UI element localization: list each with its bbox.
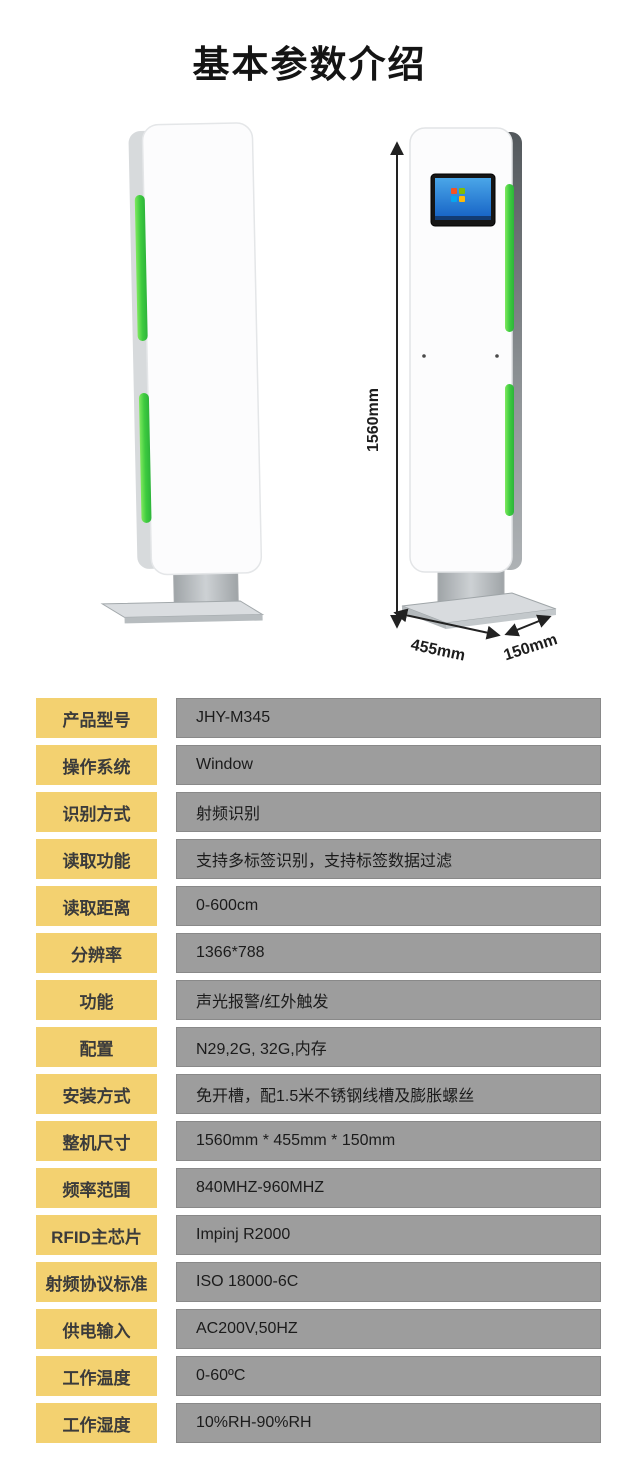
windows-logo-icon xyxy=(451,188,465,202)
spec-row: 整机尺寸 1560mm * 455mm * 150mm xyxy=(36,1121,601,1161)
spec-value: 0-600cm xyxy=(176,886,601,926)
spec-row: 配置 N29,2G, 32G,内存 xyxy=(36,1027,601,1067)
device-front-panel xyxy=(141,122,263,576)
spec-value: JHY-M345 xyxy=(176,698,601,738)
spec-label: 读取距离 xyxy=(36,886,157,926)
led-strip-upper-left-icon xyxy=(134,195,148,341)
depth-dimension-label: 150mm xyxy=(502,631,560,664)
spec-row: RFID主芯片 Impinj R2000 xyxy=(36,1215,601,1255)
spec-label: 整机尺寸 xyxy=(36,1121,157,1161)
spec-value: Impinj R2000 xyxy=(176,1215,601,1255)
product-diagram-svg: 1560mm 455mm 150mm xyxy=(100,122,560,665)
spec-row: 工作湿度 10%RH-90%RH xyxy=(36,1403,601,1443)
spec-label: 读取功能 xyxy=(36,839,157,879)
spec-row: 工作温度 0-60ºC xyxy=(36,1356,601,1396)
spec-value: AC200V,50HZ xyxy=(176,1309,601,1349)
led-strip-lower-left-icon xyxy=(138,392,152,523)
spec-value: 免开槽，配1.5米不锈钢线槽及膨胀螺丝 xyxy=(176,1074,601,1114)
led-strip-lower-right-icon xyxy=(505,384,514,516)
device-front-base-plate-edge xyxy=(124,614,263,624)
page-title: 基本参数介绍 xyxy=(192,44,427,85)
width-dimension-arrow xyxy=(393,608,501,640)
spec-value: 1366*788 xyxy=(176,933,601,973)
spec-label: 分辨率 xyxy=(36,933,157,973)
spec-label: 功能 xyxy=(36,980,157,1020)
led-strip-upper-right-icon xyxy=(505,184,514,332)
spec-row: 分辨率 1366*788 xyxy=(36,933,601,973)
spec-value: N29,2G, 32G,内存 xyxy=(176,1027,601,1067)
device-screen xyxy=(430,173,496,227)
spec-label: 产品型号 xyxy=(36,698,157,738)
height-dimension-label: 1560mm xyxy=(365,388,382,452)
spec-value: 840MHZ-960MHZ xyxy=(176,1168,601,1208)
depth-dimension-arrow xyxy=(504,614,552,637)
spec-label: RFID主芯片 xyxy=(36,1215,157,1255)
spec-label: 频率范围 xyxy=(36,1168,157,1208)
spec-row: 安装方式 免开槽，配1.5米不锈钢线槽及膨胀螺丝 xyxy=(36,1074,601,1114)
screen-taskbar xyxy=(435,216,491,220)
spec-row: 功能 声光报警/红外触发 xyxy=(36,980,601,1020)
device-side-view xyxy=(401,127,557,629)
product-diagram: 1560mm 455mm 150mm xyxy=(0,110,619,675)
spec-value: 支持多标签识别，支持标签数据过滤 xyxy=(176,839,601,879)
spec-value: Window xyxy=(176,745,601,785)
spec-label: 射频协议标准 xyxy=(36,1262,157,1302)
screw-dot-left xyxy=(422,354,426,358)
spec-row: 频率范围 840MHZ-960MHZ xyxy=(36,1168,601,1208)
spec-table: 产品型号 JHY-M345 操作系统 Window 识别方式 射频识别 读取功能… xyxy=(36,698,601,1450)
spec-row: 识别方式 射频识别 xyxy=(36,792,601,832)
spec-row: 操作系统 Window xyxy=(36,745,601,785)
spec-label: 供电输入 xyxy=(36,1309,157,1349)
spec-label: 识别方式 xyxy=(36,792,157,832)
spec-label: 工作湿度 xyxy=(36,1403,157,1443)
spec-label: 安装方式 xyxy=(36,1074,157,1114)
screw-dot-right xyxy=(495,354,499,358)
device-side-panel xyxy=(409,127,513,573)
spec-label: 工作温度 xyxy=(36,1356,157,1396)
spec-row: 产品型号 JHY-M345 xyxy=(36,698,601,738)
spec-value: 声光报警/红外触发 xyxy=(176,980,601,1020)
spec-row: 读取功能 支持多标签识别，支持标签数据过滤 xyxy=(36,839,601,879)
width-dimension-label: 455mm xyxy=(409,637,466,665)
device-front-view xyxy=(100,122,265,624)
spec-value: 1560mm * 455mm * 150mm xyxy=(176,1121,601,1161)
spec-row: 射频协议标准 ISO 18000-6C xyxy=(36,1262,601,1302)
spec-value: 10%RH-90%RH xyxy=(176,1403,601,1443)
spec-value: 0-60ºC xyxy=(176,1356,601,1396)
spec-row: 供电输入 AC200V,50HZ xyxy=(36,1309,601,1349)
spec-value: ISO 18000-6C xyxy=(176,1262,601,1302)
spec-label: 操作系统 xyxy=(36,745,157,785)
spec-row: 读取距离 0-600cm xyxy=(36,886,601,926)
spec-value: 射频识别 xyxy=(176,792,601,832)
spec-label: 配置 xyxy=(36,1027,157,1067)
